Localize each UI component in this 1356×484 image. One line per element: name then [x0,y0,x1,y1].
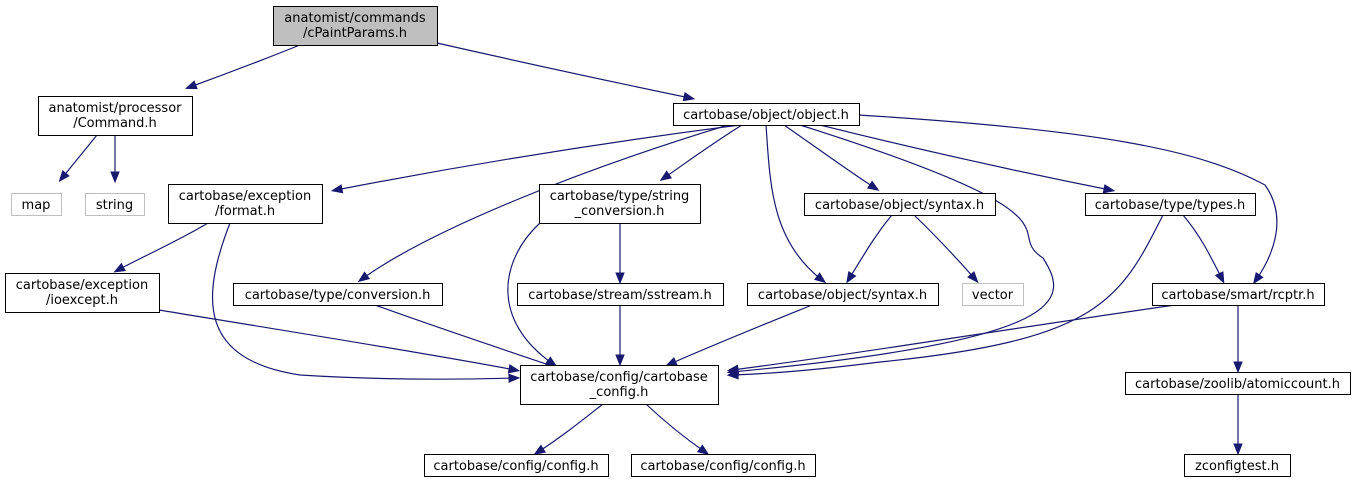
node-label: zconfigtest.h [1195,459,1279,474]
edge-format-to-ioexcept [113,222,209,273]
node-box [168,184,323,224]
node-label: /Command.h [73,116,157,131]
edge-layer [58,42,1278,456]
node-box [1152,283,1325,306]
node-label: vector [972,288,1014,303]
node-label: cartobase/object/syntax.h [758,288,927,303]
node-label: cartobase/type/string [550,189,690,204]
node-label: anatomist/commands [284,11,426,26]
node-label: cartobase/type/conversion.h [245,288,431,303]
edge-cbconfig-to-config2 [645,403,710,456]
edge-conversion-to-cbconfig [374,304,558,369]
edge-root-to-command [185,44,301,90]
edge-syntax2-to-cbconfig [665,304,813,367]
edge-object-to-stringconv [659,124,743,182]
node-label: cartobase/object/object.h [683,108,849,123]
node-label: _config.h [589,385,649,400]
node-box [11,193,62,216]
node-label: cartobase/config/config.h [640,459,805,474]
edge-object-to-types [819,124,1116,194]
edge-sstream-to-cbconfig [615,305,625,367]
node-label: cartobase/smart/rcptr.h [1161,288,1314,303]
edge-command-to-string [110,134,120,184]
node-config2[interactable]: cartobase/config/config.h [631,454,816,477]
node-label: /ioexcept.h [46,293,118,308]
node-box [517,283,724,306]
node-box [38,96,193,136]
node-label: _conversion.h [574,204,665,219]
node-label: cartobase/exception [179,189,311,204]
edge-cbconfig-to-config1 [533,403,604,455]
node-box [673,103,860,126]
node-sstream[interactable]: cartobase/stream/sstream.h [517,283,724,306]
node-label: cartobase/config/config.h [433,459,598,474]
node-object[interactable]: cartobase/object/object.h [673,103,860,126]
node-label: cartobase/object/syntax.h [815,198,984,213]
edge-object-to-syntax1 [783,124,880,191]
node-conversion[interactable]: cartobase/type/conversion.h [233,283,443,306]
node-label: cartobase/type/types.h [1095,198,1245,213]
node-syntax2[interactable]: cartobase/object/syntax.h [747,283,939,306]
edge-object-to-rcptr [857,114,1278,285]
node-label: /format.h [215,204,275,219]
node-box [539,184,701,224]
edge-ioexcept-to-cbconfig [158,309,521,374]
edge-stringconv-to-sstream [615,223,625,285]
node-format[interactable]: cartobase/exception/format.h [168,184,323,224]
node-ioexcept[interactable]: cartobase/exception/ioexcept.h [5,273,160,313]
edge-object-to-format [330,124,741,194]
node-command[interactable]: anatomist/processor/Command.h [38,96,193,136]
edge-rcptr-to-atomic [1233,305,1243,374]
node-box [1125,372,1351,395]
node-map[interactable]: map [11,193,62,216]
node-box [424,454,609,477]
node-syntax1[interactable]: cartobase/object/syntax.h [804,193,996,216]
node-box [1184,454,1291,477]
node-label: /cPaintParams.h [303,26,407,41]
node-label: cartobase/zoolib/atomiccount.h [1135,377,1340,392]
node-box [520,365,719,405]
node-box [1085,193,1256,216]
edge-command-to-map [58,134,98,183]
node-vector[interactable]: vector [962,283,1024,306]
node-zconfig[interactable]: zconfigtest.h [1184,454,1291,477]
node-label: string [96,198,133,213]
edge-atomic-to-zconfig [1233,394,1243,456]
edge-root-to-object [436,42,696,102]
node-box [747,283,939,306]
node-box [962,283,1024,306]
edge-rcptr-to-cbconfig [726,304,1176,374]
edge-object-to-syntax2 [765,124,827,284]
node-root[interactable]: anatomist/commands/cPaintParams.h [273,6,438,46]
edge-object-to-cbconfig [726,124,1055,377]
node-layer: anatomist/commands/cPaintParams.hanatomi… [5,6,1351,477]
edge-object-to-conversion [357,124,729,283]
node-rcptr[interactable]: cartobase/smart/rcptr.h [1152,283,1325,306]
node-box [233,283,443,306]
node-config1[interactable]: cartobase/config/config.h [424,454,609,477]
node-label: cartobase/exception [16,278,148,293]
edge-syntax1-to-vector [913,214,979,284]
node-atomic[interactable]: cartobase/zoolib/atomiccount.h [1125,372,1351,395]
node-label: anatomist/processor [48,101,182,116]
node-box [804,193,996,216]
node-cbconfig[interactable]: cartobase/config/cartobase_config.h [520,365,719,405]
edge-format-to-cbconfig [211,222,521,383]
node-label: map [22,198,51,213]
node-types[interactable]: cartobase/type/types.h [1085,193,1256,216]
edge-types-to-rcptr [1182,214,1225,284]
node-box [5,273,160,313]
node-stringconv[interactable]: cartobase/type/string_conversion.h [539,184,701,224]
node-box [631,454,816,477]
node-label: cartobase/stream/sstream.h [528,288,712,303]
node-box [85,193,145,216]
edge-syntax1-to-syntax2 [846,214,893,284]
node-string[interactable]: string [85,193,145,216]
node-label: cartobase/config/cartobase [530,370,708,385]
node-box [273,6,438,46]
